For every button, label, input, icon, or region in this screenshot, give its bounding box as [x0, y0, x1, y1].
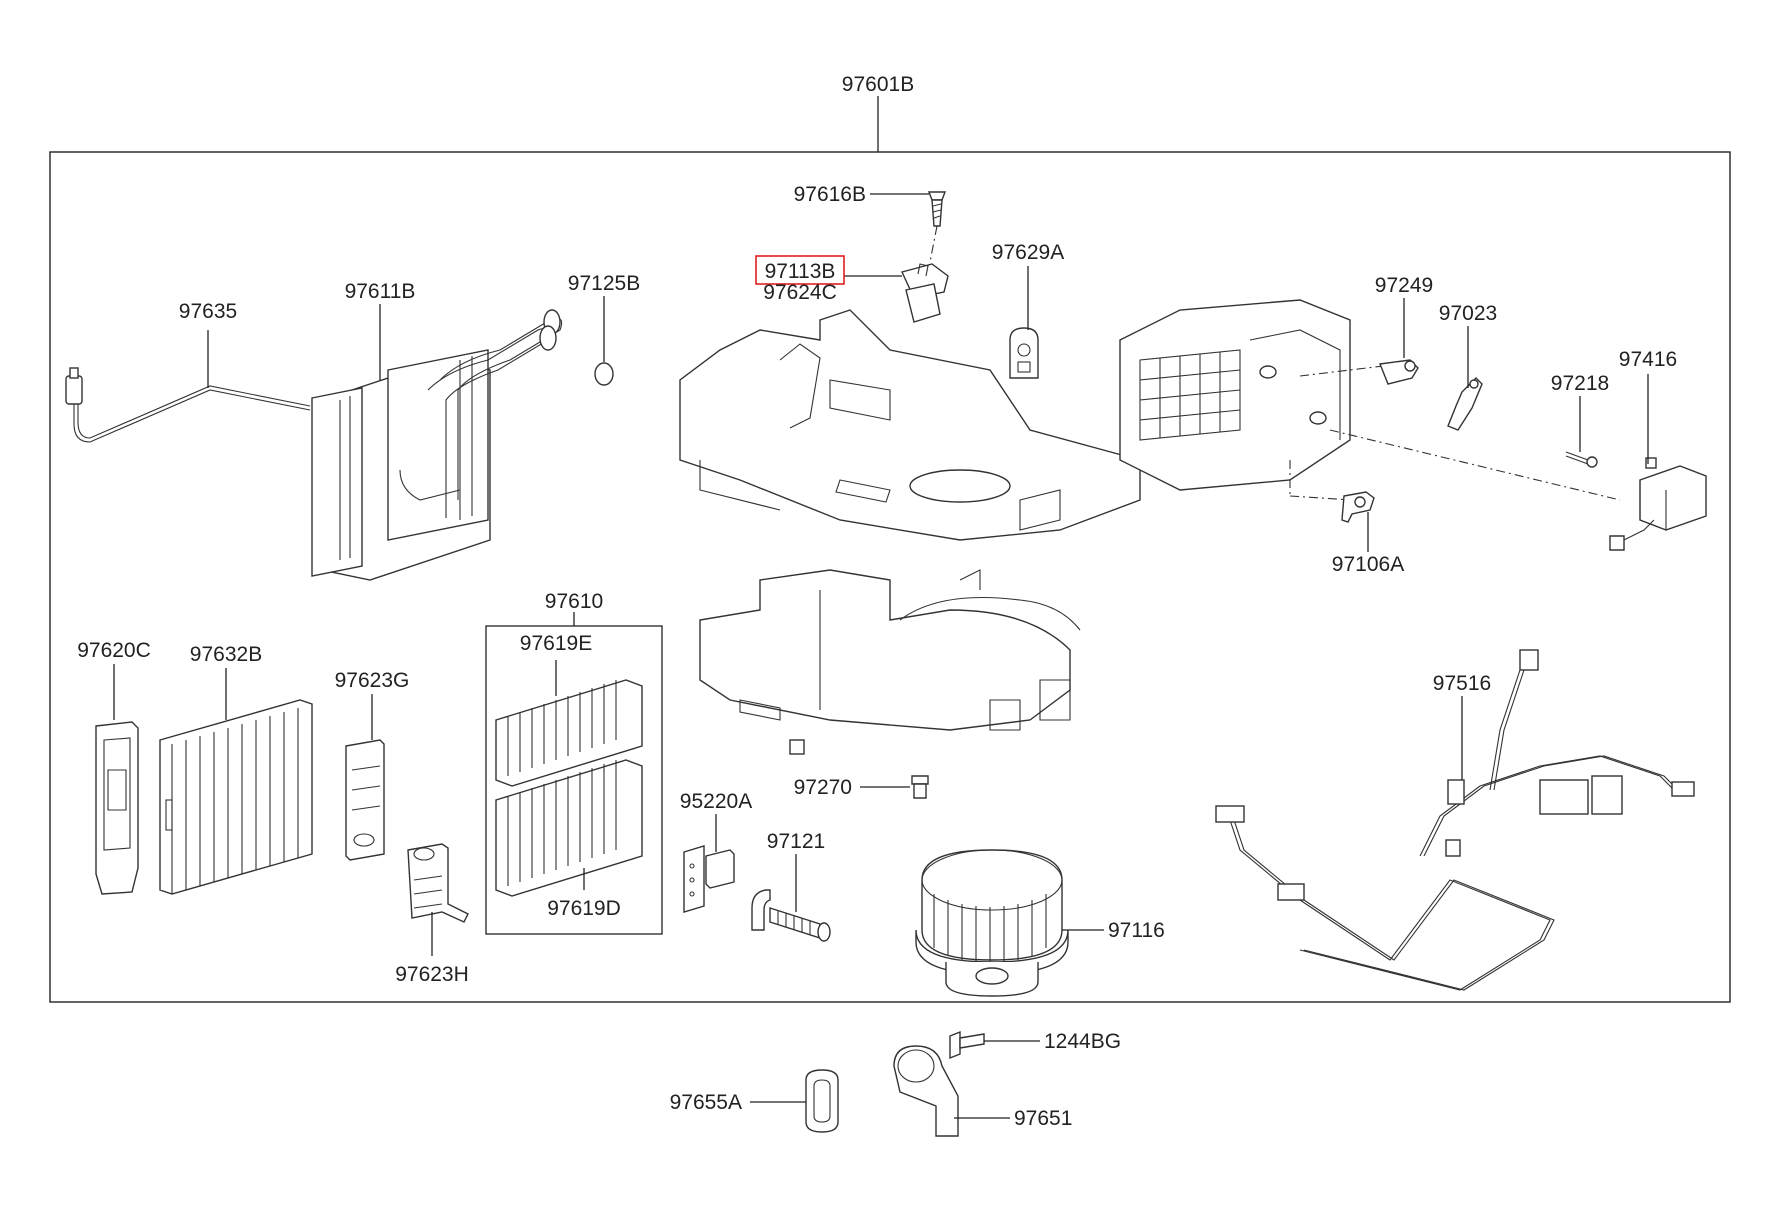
- filter-element-97619D-icon[interactable]: [495, 759, 643, 897]
- grommet-97655A-icon[interactable]: [805, 1069, 839, 1133]
- label-97620C[interactable]: 97620C: [77, 639, 151, 662]
- blower-motor-97116-icon[interactable]: [915, 849, 1069, 997]
- filter-cover-97623H-icon[interactable]: [407, 843, 469, 923]
- label-97623H[interactable]: 97623H: [395, 963, 469, 986]
- label-97624C[interactable]: 97624C: [763, 281, 837, 304]
- drain-hose-97121-icon[interactable]: [751, 889, 831, 942]
- label-97651[interactable]: 97651: [1014, 1107, 1072, 1130]
- label-1244BG[interactable]: 1244BG: [1044, 1030, 1121, 1053]
- label-97121[interactable]: 97121: [767, 830, 825, 853]
- filter-cover-97623G-icon[interactable]: [345, 739, 385, 861]
- evaporator-core-icon[interactable]: [311, 309, 563, 581]
- highlight-box-97113B: [755, 255, 845, 285]
- lever-97249-icon[interactable]: [1379, 359, 1419, 385]
- link-arm-97023-icon[interactable]: [1447, 377, 1483, 431]
- label-97619D[interactable]: 97619D: [547, 897, 621, 920]
- label-97616B[interactable]: 97616B: [794, 183, 866, 206]
- cabin-filter-97632B-icon[interactable]: [159, 699, 313, 895]
- label-97632B[interactable]: 97632B: [190, 643, 262, 666]
- label-97106A[interactable]: 97106A: [1332, 553, 1404, 576]
- heater-housing-icon[interactable]: [1119, 299, 1351, 491]
- bolt-97270-icon[interactable]: [911, 775, 929, 799]
- clip-97629A-icon[interactable]: [1009, 327, 1039, 379]
- label-97601B[interactable]: 97601B: [842, 73, 914, 96]
- label-97270[interactable]: 97270: [794, 776, 852, 799]
- label-97516[interactable]: 97516: [1433, 672, 1491, 695]
- label-97635[interactable]: 97635: [179, 300, 237, 323]
- label-97218[interactable]: 97218: [1551, 372, 1609, 395]
- wiring-harness-97516-icon[interactable]: [1215, 649, 1695, 991]
- label-97655A[interactable]: 97655A: [670, 1091, 742, 1114]
- lower-blower-case-icon[interactable]: [699, 569, 1081, 755]
- assembly-frame: [49, 151, 1731, 1003]
- screw-97218-icon[interactable]: [1565, 451, 1598, 468]
- label-97416[interactable]: 97416: [1619, 348, 1677, 371]
- label-97619E[interactable]: 97619E: [520, 632, 592, 655]
- label-97125B[interactable]: 97125B: [568, 272, 640, 295]
- screw-97616B-icon[interactable]: [927, 191, 947, 263]
- filter-cover-97620C-icon[interactable]: [95, 721, 139, 895]
- upper-blower-case-icon[interactable]: [679, 309, 1141, 541]
- temperature-sensor-icon[interactable]: [65, 367, 311, 443]
- blower-resistor-icon[interactable]: [901, 263, 949, 323]
- label-97113B[interactable]: 97113B: [765, 260, 836, 283]
- actuator-97416-icon[interactable]: [1609, 457, 1707, 551]
- label-97116[interactable]: 97116: [1108, 919, 1165, 942]
- label-97610[interactable]: 97610: [545, 590, 603, 613]
- bolt-1244BG-icon[interactable]: [949, 1030, 985, 1060]
- label-97023[interactable]: 97023: [1439, 302, 1497, 325]
- relay-95220A-icon[interactable]: [683, 845, 735, 913]
- lever-97106A-icon[interactable]: [1341, 491, 1375, 523]
- o-ring-icon[interactable]: [594, 362, 614, 386]
- duct-97651-icon[interactable]: [893, 1045, 959, 1137]
- label-97249[interactable]: 97249: [1375, 274, 1433, 297]
- filter-element-97619E-icon[interactable]: [495, 679, 643, 787]
- label-97629A[interactable]: 97629A: [992, 241, 1064, 264]
- label-97611B[interactable]: 97611B: [345, 280, 416, 303]
- label-95220A[interactable]: 95220A: [680, 790, 752, 813]
- label-97623G[interactable]: 97623G: [335, 669, 410, 692]
